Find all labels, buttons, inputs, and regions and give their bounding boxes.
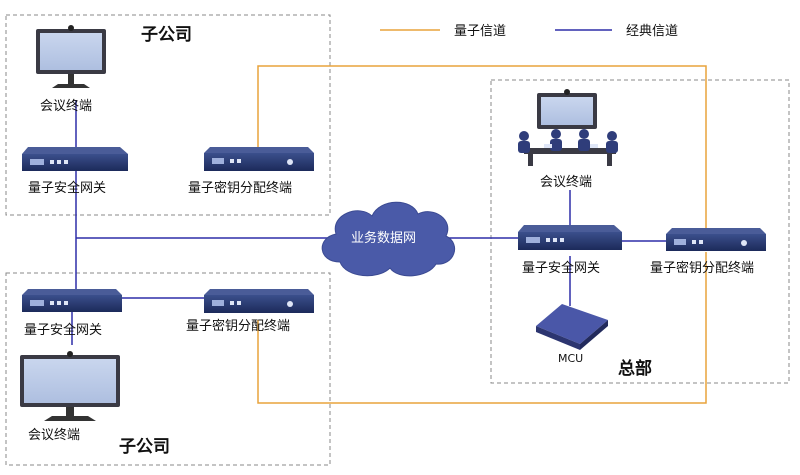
legend-classic-label: 经典信道 bbox=[626, 24, 678, 39]
bottom-key-terminal-label: 量子密钥分配终端 bbox=[186, 318, 290, 334]
hq-key-terminal-label: 量子密钥分配终端 bbox=[650, 260, 754, 276]
branch-bottom-title: 子公司 bbox=[119, 437, 170, 457]
branch-top-title: 子公司 bbox=[141, 25, 192, 45]
hq-conference-terminal-label: 会议终端 bbox=[540, 174, 592, 190]
mcu-device-icon bbox=[536, 304, 608, 350]
quantum-channel-lines bbox=[257, 65, 707, 404]
bottom-key-terminal-device-icon bbox=[204, 289, 314, 313]
top-gateway-device-icon bbox=[22, 147, 128, 171]
headquarters-region bbox=[490, 79, 790, 384]
branch-bottom-region bbox=[5, 272, 331, 466]
bottom-gateway-label: 量子安全网关 bbox=[24, 322, 102, 338]
hq-gateway-device-icon bbox=[518, 225, 622, 250]
top-conference-terminal-label: 会议终端 bbox=[40, 98, 92, 114]
top-key-terminal-label: 量子密钥分配终端 bbox=[188, 180, 292, 196]
business-data-network-cloud-icon bbox=[321, 201, 456, 277]
bottom-gateway-device-icon bbox=[22, 289, 122, 312]
hq-conference-terminal-icon bbox=[518, 89, 618, 166]
headquarters-title: 总部 bbox=[618, 358, 652, 379]
hq-key-terminal-device-icon bbox=[666, 228, 766, 251]
hq-gateway-label: 量子安全网关 bbox=[522, 260, 600, 276]
mcu-label: MCU bbox=[558, 352, 583, 365]
bottom-conference-terminal-icon bbox=[20, 351, 120, 421]
legend-quantum-label: 量子信道 bbox=[454, 24, 506, 39]
bottom-conference-terminal-label: 会议终端 bbox=[28, 427, 80, 443]
branch-top-region bbox=[5, 14, 331, 216]
legend: 量子信道 经典信道 bbox=[380, 24, 678, 39]
cloud-label: 业务数据网 bbox=[351, 230, 416, 246]
top-key-terminal-device-icon bbox=[204, 147, 314, 171]
classic-channel-lines bbox=[71, 100, 668, 345]
top-gateway-label: 量子安全网关 bbox=[28, 180, 106, 196]
top-conference-terminal-icon bbox=[36, 25, 106, 88]
